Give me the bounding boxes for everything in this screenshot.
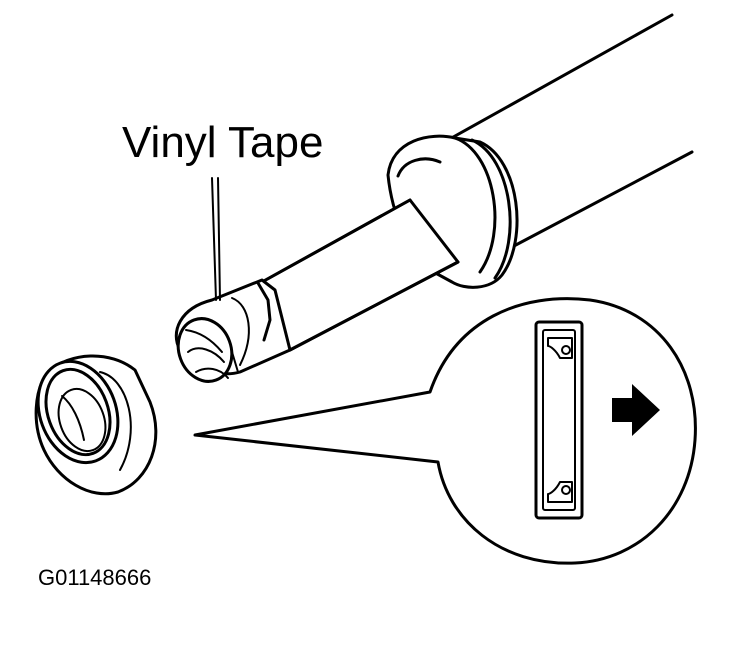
oil-seal bbox=[34, 354, 158, 496]
shaft bbox=[260, 198, 460, 352]
label-leader bbox=[211, 177, 221, 301]
figure-code: G01148666 bbox=[38, 565, 152, 590]
vinyl-tape-label: Vinyl Tape bbox=[122, 118, 324, 167]
housing-tube bbox=[428, 13, 694, 249]
taped-shaft-end bbox=[174, 278, 292, 383]
arrow-right-icon bbox=[612, 384, 660, 436]
detail-callout bbox=[193, 297, 697, 565]
seal-cross-section bbox=[534, 320, 584, 520]
